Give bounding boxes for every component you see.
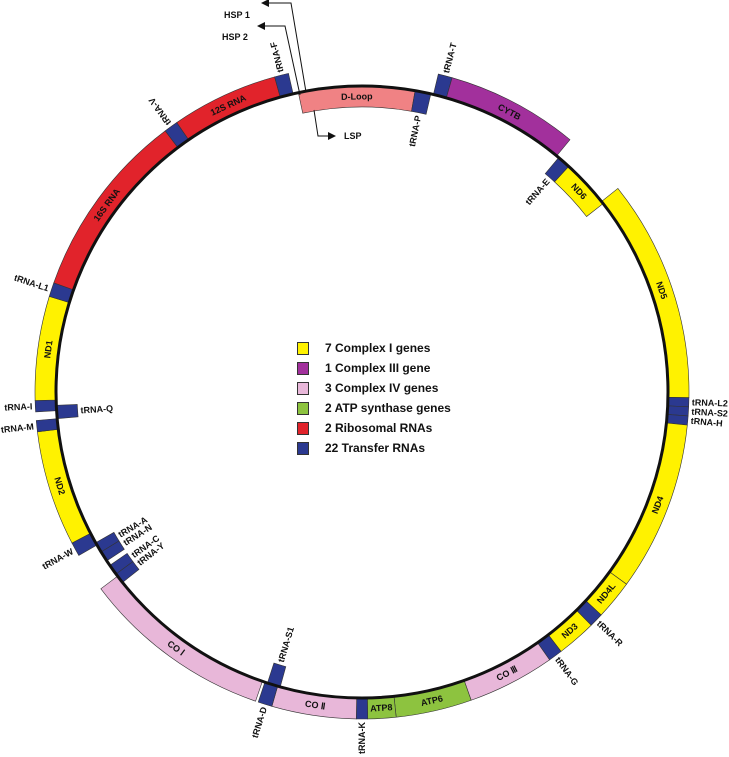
hsp1-arrow-icon	[261, 0, 307, 93]
gene-label-trna-w: tRNA-W	[40, 546, 75, 571]
legend-swatch	[297, 381, 309, 395]
legend-swatch	[297, 361, 309, 375]
legend-label: 1 Complex III gene	[325, 361, 431, 375]
legend-label: 22 Transfer RNAs	[325, 441, 426, 455]
gene-label-trna-i: tRNA-I	[4, 401, 32, 412]
gene-label-dloop: D-Loop	[341, 91, 373, 102]
gene-band-trna-q	[55, 404, 79, 419]
legend-item: 1 Complex III gene	[297, 358, 451, 378]
legend-swatch	[297, 401, 309, 415]
gene-band-trna-k	[355, 697, 369, 720]
promoter-hsp2: HSP 2	[222, 22, 301, 96]
gene-label-trna-g: tRNA-G	[553, 655, 580, 687]
gene-label-trna-l2: tRNA-L2	[692, 397, 728, 408]
gene-label-atp8: ATP8	[370, 702, 393, 713]
gene-label-trna-k: tRNA-K	[357, 722, 367, 754]
hsp2-label: HSP 2	[222, 32, 248, 42]
legend-item: 22 Transfer RNAs	[297, 438, 451, 458]
hsp1-label: HSP 1	[224, 10, 250, 20]
legend-swatch	[297, 441, 309, 455]
gene-label-trna-h: tRNA-H	[690, 416, 723, 429]
gene-label-trna-e: tRNA-E	[523, 177, 551, 207]
legend: 7 Complex I genes 1 Complex III gene 3 C…	[297, 338, 451, 458]
gene-label-nd1: ND1	[42, 340, 54, 359]
gene-band-trna-m	[35, 418, 59, 433]
gene-label-trna-s2: tRNA-S2	[691, 407, 728, 419]
legend-swatch	[297, 341, 309, 355]
legend-label: 3 Complex IV genes	[325, 381, 439, 395]
gene-label-trna-r: tRNA-R	[595, 619, 625, 649]
lsp-arrow-icon	[313, 109, 336, 140]
gene-band-trna-l2	[667, 397, 690, 408]
gene-label-trna-v: tRNA-V	[147, 96, 174, 127]
gene-label-trna-q: tRNA-Q	[80, 403, 113, 415]
hsp2-arrow-icon	[257, 22, 301, 96]
legend-swatch	[297, 421, 309, 435]
legend-item: 7 Complex I genes	[297, 338, 451, 358]
legend-item: 2 Ribosomal RNAs	[297, 418, 451, 438]
gene-label-co2: CO Ⅱ	[304, 699, 326, 712]
gene-label-trna-s1: tRNA-S1	[276, 626, 296, 664]
gene-label-trna-d: tRNA-D	[250, 705, 269, 739]
legend-item: 3 Complex IV genes	[297, 378, 451, 398]
gene-label-trna-p: tRNA-P	[407, 115, 423, 148]
gene-label-trna-l1: tRNA-L1	[13, 273, 50, 294]
gene-label-atp6: ATP6	[420, 693, 444, 708]
gene-band-trna-i	[34, 399, 57, 413]
legend-label: 2 ATP synthase genes	[325, 401, 451, 415]
legend-label: 7 Complex I genes	[325, 341, 431, 355]
lsp-label: LSP	[344, 131, 362, 141]
gene-label-trna-t: tRNA-T	[441, 41, 459, 74]
promoter-lsp: LSP	[313, 109, 362, 141]
promoter-hsp1: HSP 1	[224, 0, 307, 93]
legend-label: 2 Ribosomal RNAs	[325, 421, 433, 435]
gene-label-trna-f: tRNA-F	[268, 40, 285, 73]
legend-item: 2 ATP synthase genes	[297, 398, 451, 418]
genome-ring	[54, 84, 670, 700]
gene-label-trna-m: tRNA-M	[0, 422, 34, 435]
